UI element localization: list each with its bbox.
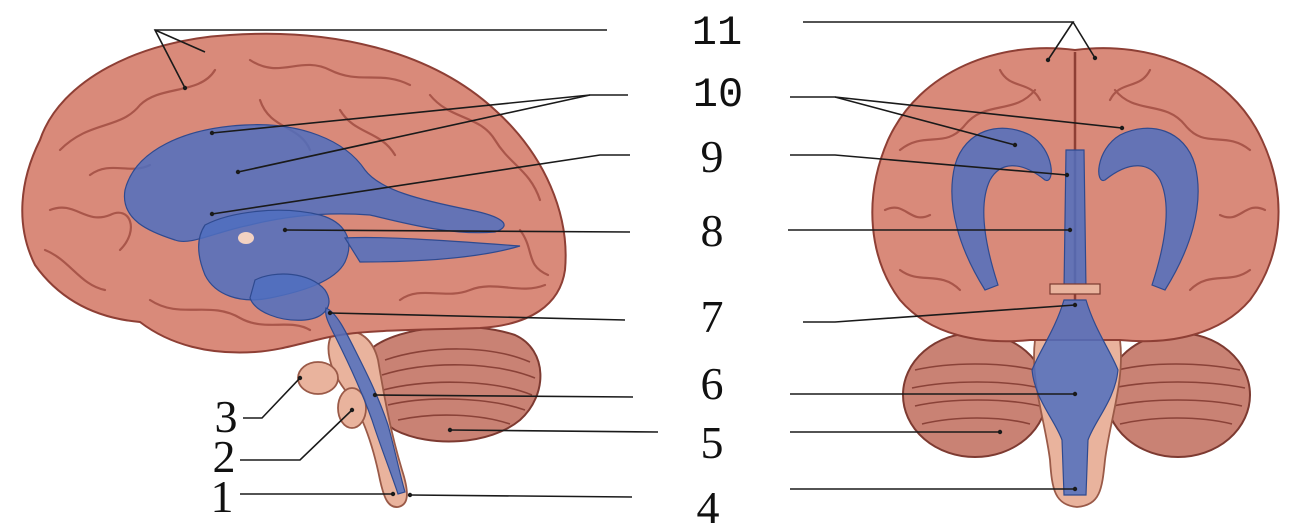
pons-bulge xyxy=(298,362,338,394)
lateral-brain-view xyxy=(22,34,565,507)
label-7: 7 xyxy=(701,291,724,342)
label-9: 9 xyxy=(701,131,724,182)
label-6: 6 xyxy=(701,358,724,409)
label-4: 4 xyxy=(697,482,720,529)
label-5: 5 xyxy=(701,417,724,468)
label-11: 11 xyxy=(692,9,742,57)
cerebellum-lateral xyxy=(367,327,540,442)
cerebellum-right-hemisphere xyxy=(1106,333,1250,457)
third-ventricle-posterior xyxy=(1064,150,1086,290)
label-8: 8 xyxy=(701,205,724,256)
cerebellum-left-hemisphere xyxy=(903,333,1047,457)
label-10: 10 xyxy=(693,71,743,119)
posterior-brain-view xyxy=(872,48,1278,507)
label-1: 1 xyxy=(211,471,234,522)
